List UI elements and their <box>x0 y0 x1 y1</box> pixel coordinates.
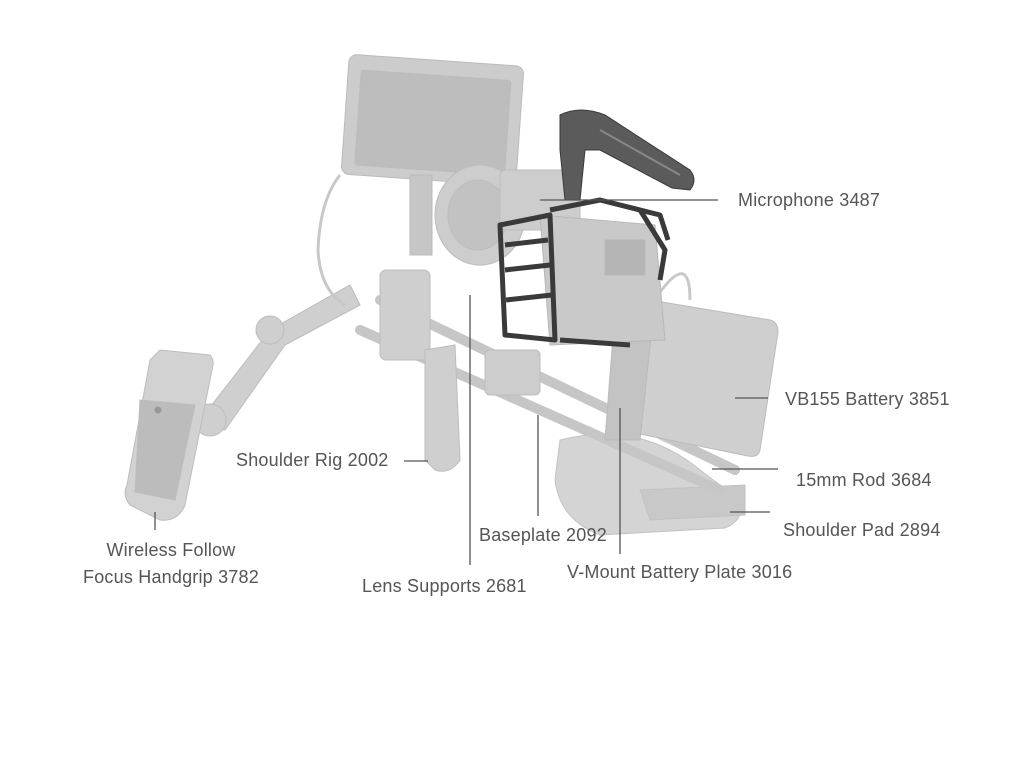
monitor-illustration <box>316 54 524 307</box>
label-lens-supports: Lens Supports 2681 <box>362 576 527 596</box>
top-handle-illustration <box>559 109 695 201</box>
label-shoulder-rig: Shoulder Rig 2002 <box>236 450 389 470</box>
shoulder-rig-illustration <box>193 269 461 472</box>
label-microphone: Microphone 3487 <box>738 190 881 210</box>
handgrip-illustration <box>124 349 214 521</box>
label-handgrip: Wireless Follow Focus Handgrip 3782 <box>79 537 263 591</box>
label-handgrip-line1: Wireless Follow <box>106 540 236 560</box>
label-vb155-battery: VB155 Battery 3851 <box>785 389 950 409</box>
label-15mm-rod: 15mm Rod 3684 <box>796 470 932 490</box>
leader-lines <box>154 199 778 565</box>
cage-illustration <box>497 197 671 348</box>
camera-body-illustration <box>539 214 666 346</box>
label-shoulder-pad: Shoulder Pad 2894 <box>783 520 941 540</box>
label-handgrip-line2: Focus Handgrip 3782 <box>83 567 259 587</box>
label-vmount-plate: V-Mount Battery Plate 3016 <box>567 562 793 582</box>
label-baseplate: Baseplate 2092 <box>479 525 607 545</box>
